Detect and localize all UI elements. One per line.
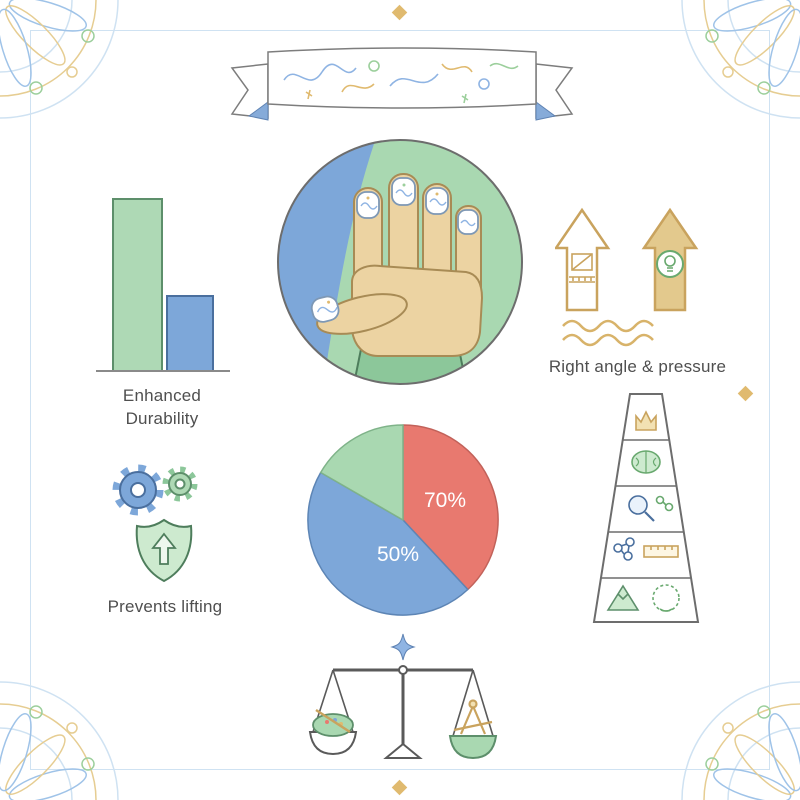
molecule-ruler-icon xyxy=(613,537,679,561)
gears-and-shield xyxy=(100,450,230,605)
thumb-nail xyxy=(310,295,340,323)
diamond-accent xyxy=(391,4,408,21)
hand xyxy=(316,173,484,357)
lightbulb-icon xyxy=(656,250,684,278)
magnifier-icon xyxy=(628,495,674,522)
hand-with-nail-art xyxy=(270,132,530,397)
ribbon-tails xyxy=(230,63,574,121)
corner-ornament xyxy=(660,0,800,140)
corner-ornament xyxy=(0,0,140,140)
pie-chart: 70% 50% xyxy=(298,415,508,630)
brain-icon xyxy=(631,450,661,474)
scale-frame xyxy=(333,665,473,759)
bar-chart-caption: Enhanced Durability xyxy=(122,386,202,428)
pie-slice-green xyxy=(319,424,404,521)
pie-slice-red xyxy=(402,424,499,591)
pyramid-ladder xyxy=(590,388,702,633)
arrows-caption: Right angle & pressure xyxy=(548,357,727,376)
pie-label-red: 70% xyxy=(424,489,466,512)
gear-green-icon xyxy=(162,466,198,502)
pressure-arrows xyxy=(553,202,705,357)
finger-nails xyxy=(356,177,479,235)
right-pan xyxy=(448,669,498,760)
balance-scale xyxy=(300,632,510,777)
pie-label-blue: 50% xyxy=(377,543,419,566)
wavy-lines-icon xyxy=(562,319,654,347)
gear-blue-icon xyxy=(112,464,164,516)
pie-slice-blue xyxy=(307,471,469,616)
bar-chart xyxy=(88,190,238,380)
sparkle-icon xyxy=(390,633,416,661)
ladder-rungs xyxy=(601,439,691,579)
corner-ornament xyxy=(0,660,140,800)
shield-up-arrow-icon xyxy=(135,518,193,583)
ribbon-doodles xyxy=(283,60,519,104)
ribbon-banner xyxy=(222,40,582,140)
diamond-accent xyxy=(737,385,754,402)
corner-ornament xyxy=(660,660,800,800)
bar-blue xyxy=(166,295,214,372)
up-arrow-ruler-icon xyxy=(553,207,611,312)
crown-icon xyxy=(635,410,657,431)
bar-green xyxy=(112,198,163,372)
compass-icon xyxy=(453,699,493,735)
ruler-protractor-icon xyxy=(569,253,595,283)
gears-shield-caption: Prevents lifting xyxy=(107,597,223,616)
palette-icon xyxy=(312,708,354,737)
diamond-accent xyxy=(391,779,408,796)
mountain-wreath-icon xyxy=(606,584,680,612)
